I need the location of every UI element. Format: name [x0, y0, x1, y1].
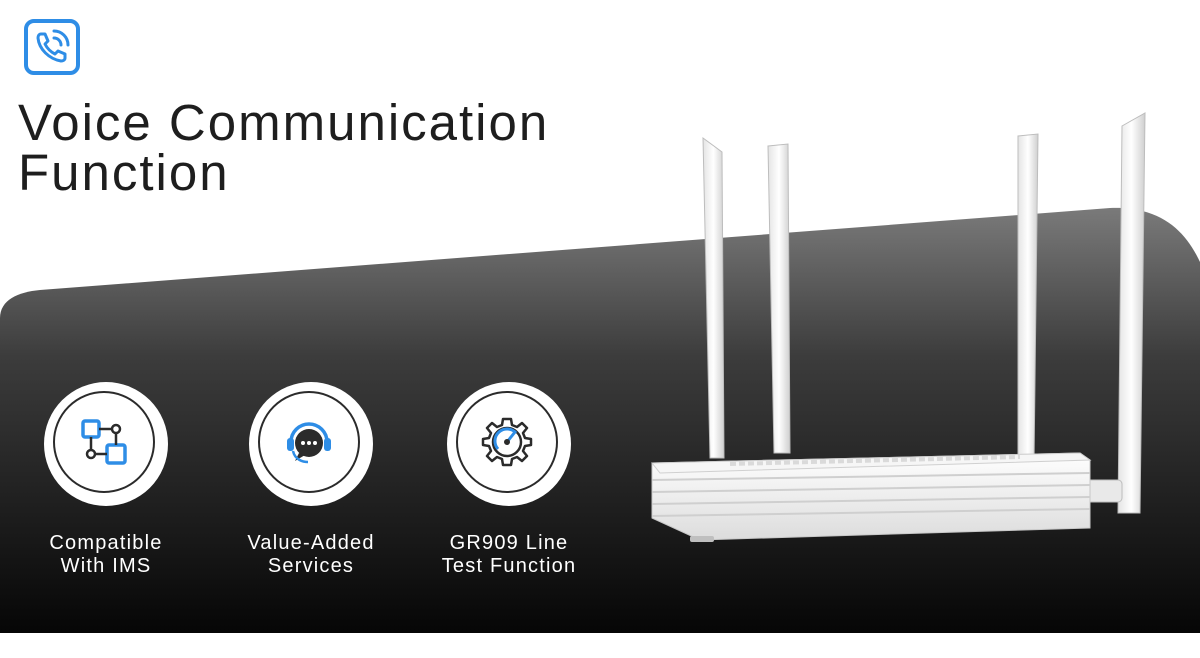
title-line-2: Function — [18, 144, 230, 201]
feature-label: Compatible With IMS — [49, 532, 163, 577]
feature-ring — [249, 382, 373, 506]
feature-label: Value-Added Services — [247, 532, 375, 577]
feature-ring — [44, 382, 168, 506]
gear-gauge-icon — [481, 417, 533, 467]
page-title: Voice Communication Function — [18, 94, 550, 201]
title-line-1: Voice Communication — [18, 94, 550, 151]
network-flow-icon — [81, 419, 127, 465]
feature-value-added-services: Value-Added Services — [211, 382, 411, 578]
feature-compatible-ims: Compatible With IMS — [6, 382, 206, 578]
headset-chat-icon — [287, 422, 331, 464]
router-image — [650, 112, 1146, 542]
feature-label: GR909 Line Test Function — [441, 532, 577, 577]
feature-ring — [447, 382, 571, 506]
feature-gr909-line-test: GR909 Line Test Function — [409, 382, 609, 578]
phone-call-icon — [24, 19, 80, 75]
